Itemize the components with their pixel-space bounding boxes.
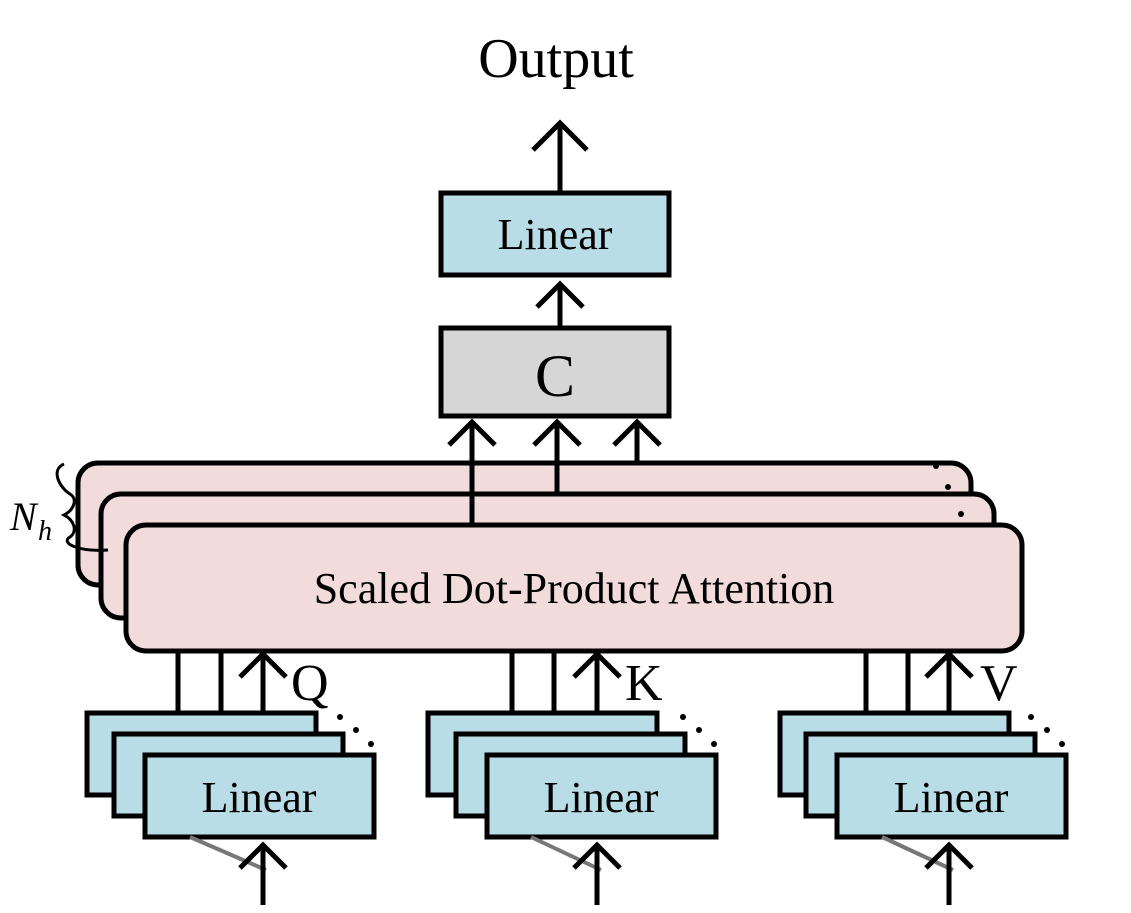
heads-to-concat-arrows [447, 418, 662, 525]
branch-v-input-label: V [980, 655, 1018, 712]
branch-v-linear-label: Linear [894, 773, 1009, 822]
branch-q: Q Linear [84, 650, 377, 905]
heads-count-brace: N h [9, 462, 109, 552]
heads-count-symbol: N [9, 494, 39, 539]
branch-q-fanout [189, 835, 267, 872]
branch-k-fanout [530, 835, 602, 872]
heads-ellipsis [933, 463, 964, 517]
branch-k-input-arrow [572, 841, 622, 905]
concat-to-linear-arrow [535, 280, 585, 328]
top-linear-label: Linear [498, 210, 613, 259]
branch-q-input-label: Q [291, 655, 329, 712]
branch-k: K Linear [425, 650, 719, 905]
branch-k-vertical-lines [509, 650, 622, 755]
top-linear-box [438, 190, 672, 278]
attention-label: Scaled Dot-Product Attention [314, 564, 835, 613]
branch-v-fanout [881, 835, 954, 872]
branch-k-ellipsis [680, 714, 717, 747]
branch-v-linear-front [834, 752, 1069, 840]
branch-k-linear-front [484, 752, 719, 840]
output-arrow [531, 119, 589, 192]
branch-q-ellipsis [337, 714, 374, 747]
concat-box [438, 325, 672, 419]
branch-v: V Linear [777, 650, 1069, 905]
branch-q-input-arrow [238, 841, 288, 905]
branch-q-linear-front [142, 752, 377, 840]
branch-k-input-label: K [625, 655, 663, 712]
branch-k-linear-label: Linear [544, 773, 659, 822]
output-label: Output [478, 28, 634, 90]
top-linear-block: Linear [438, 190, 672, 278]
attention-head-front [123, 522, 1025, 654]
concat-block: C [438, 325, 672, 419]
branch-v-ellipsis [1028, 714, 1065, 747]
branch-v-input-arrow [924, 841, 974, 905]
concat-label: C [535, 343, 575, 409]
heads-count-subscript: h [38, 516, 52, 547]
branch-q-linear-label: Linear [202, 773, 317, 822]
